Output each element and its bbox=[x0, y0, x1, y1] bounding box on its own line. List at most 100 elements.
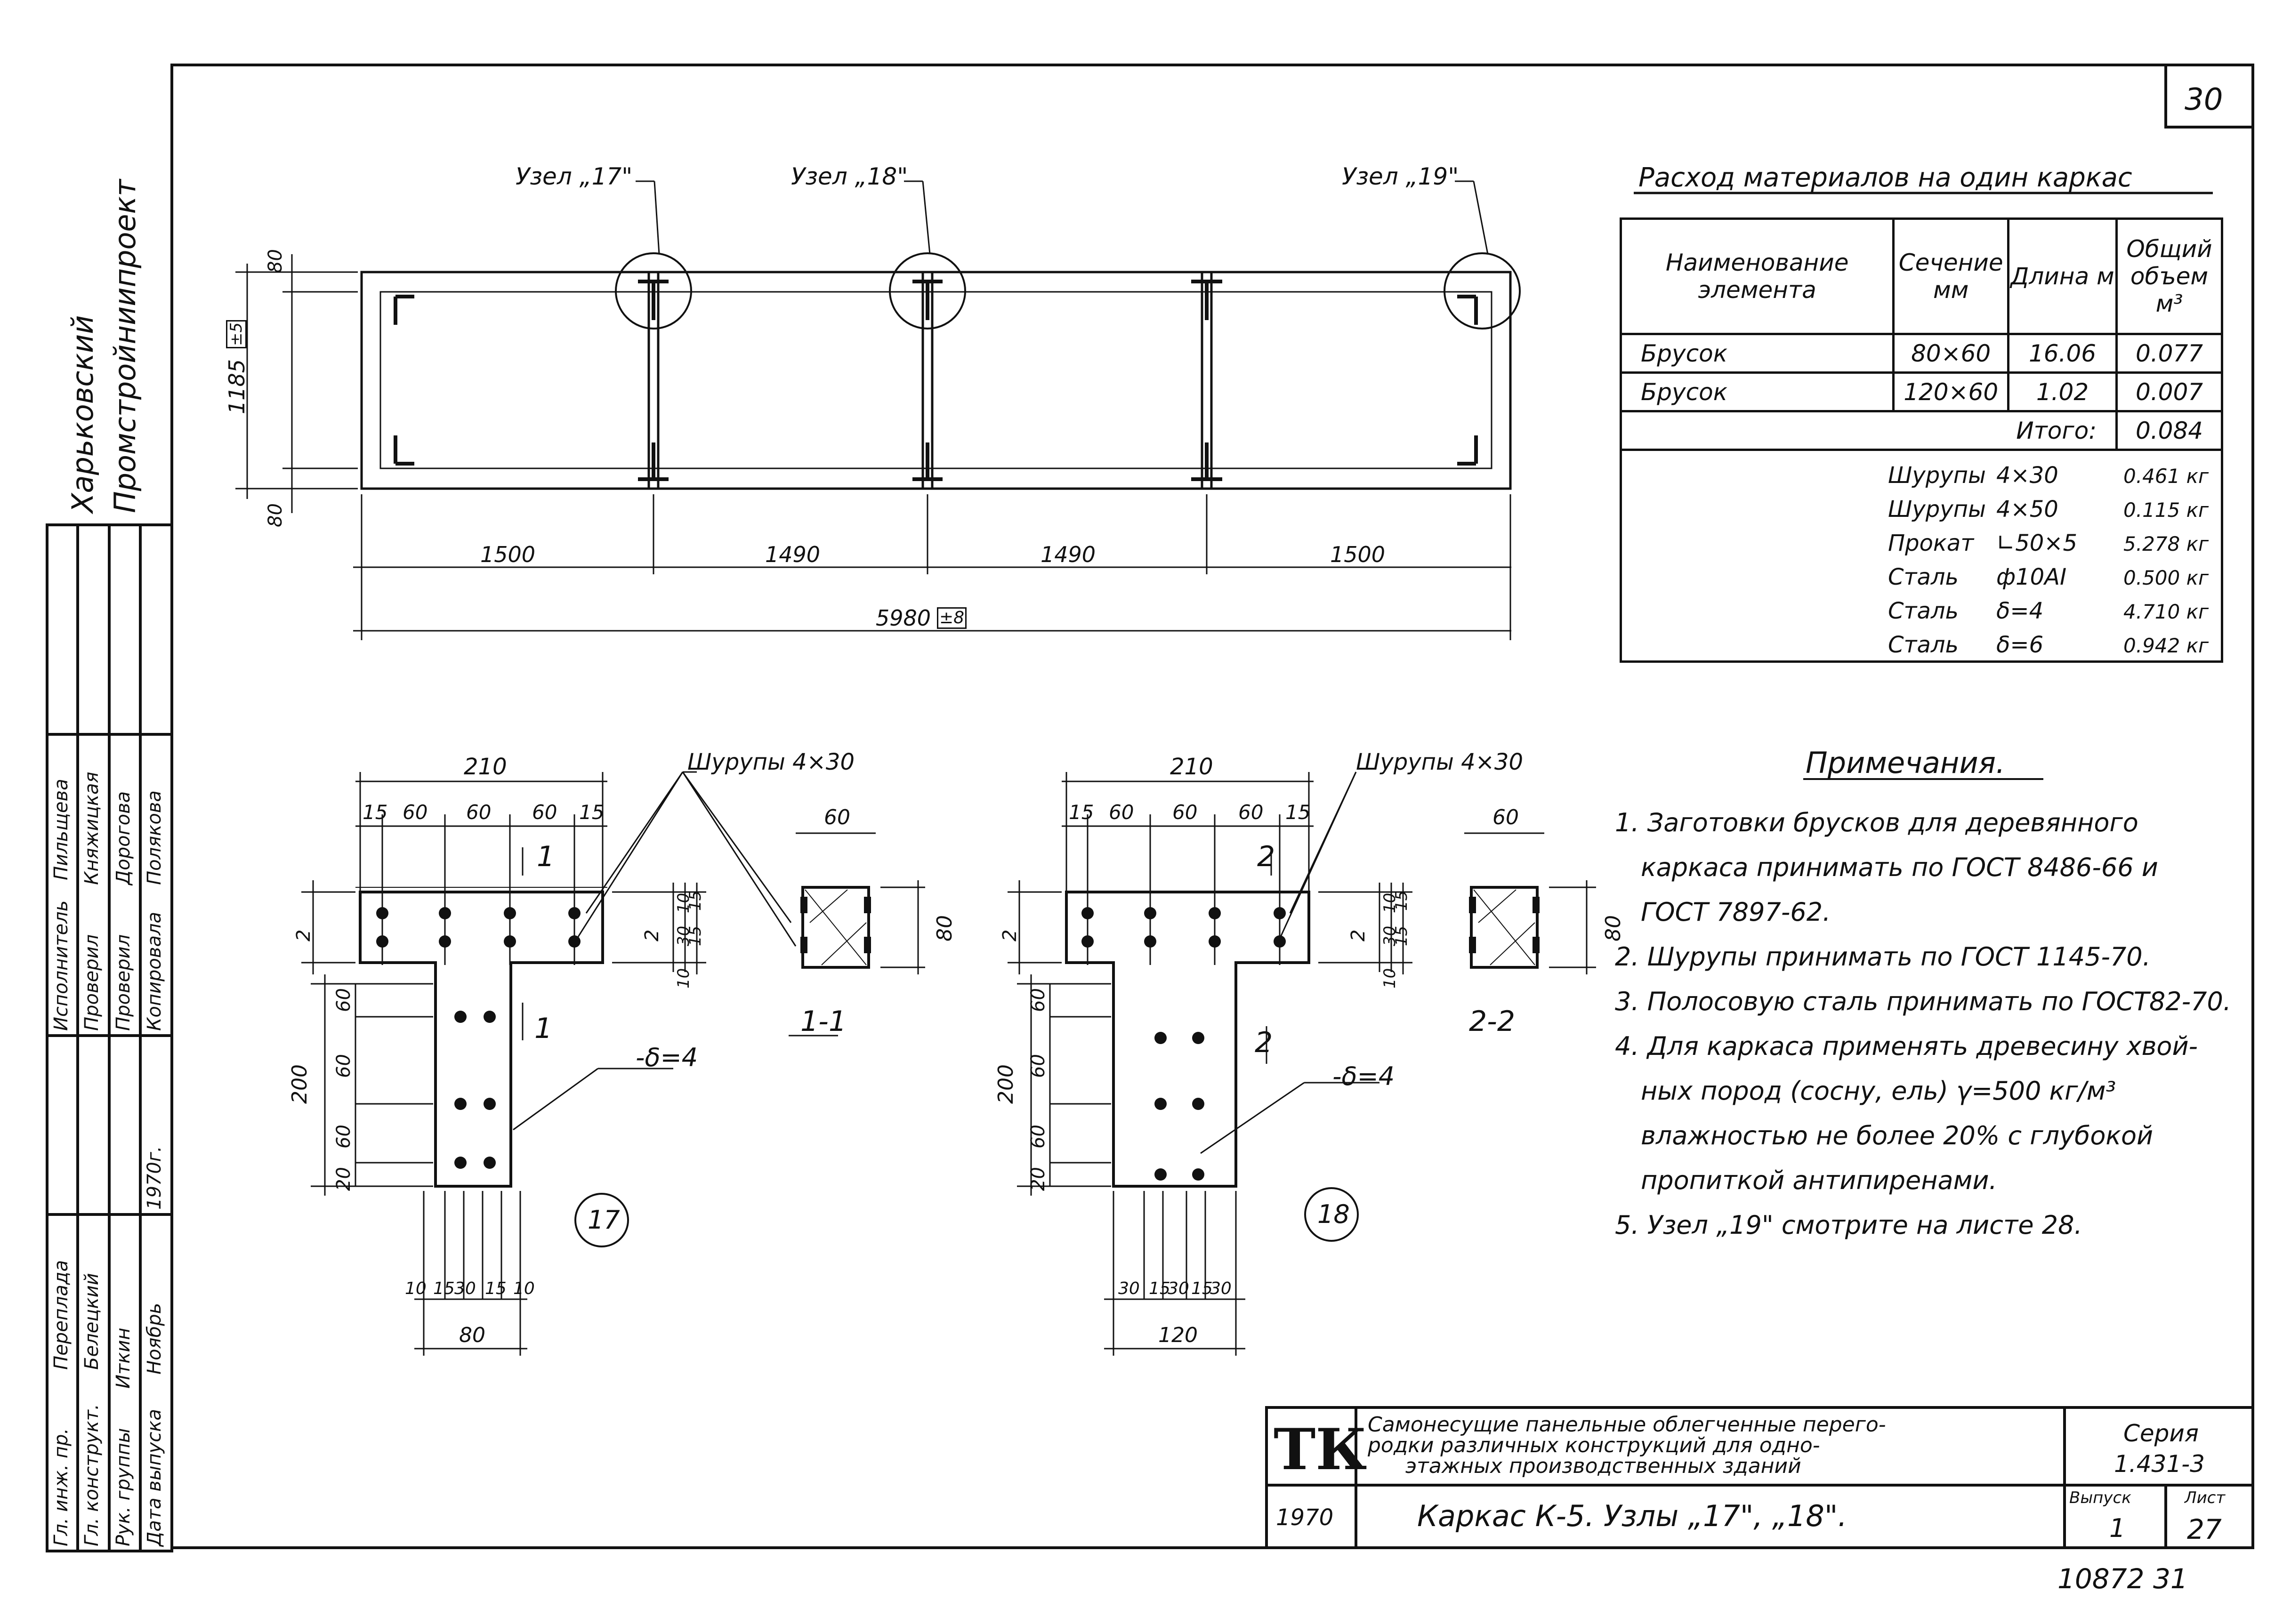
n18-left-sub-4: 20 bbox=[1027, 1167, 1049, 1191]
title-block-lines bbox=[1265, 1406, 2254, 1549]
n17-bottom-sub-5: 10 bbox=[513, 1279, 535, 1298]
n18-top-sub-3: 60 bbox=[1172, 801, 1198, 824]
tb-title: Самонесущие панельные облегченные перего… bbox=[1368, 1415, 1886, 1477]
span-dim-2: 1490 bbox=[765, 542, 821, 567]
n18-section-label: 2-2 bbox=[1469, 1005, 1515, 1038]
node-label-19: Узел „19" bbox=[1342, 163, 1459, 190]
extra-qty: 0.942 кг bbox=[2123, 634, 2209, 657]
footer-number: 10872 31 bbox=[2057, 1563, 2188, 1595]
stamp-name-3: Иткин bbox=[113, 1327, 134, 1389]
tb-title-line: Самонесущие панельные облегченные перего… bbox=[1368, 1413, 1886, 1437]
node-label-18: Узел „18" bbox=[791, 163, 908, 190]
n17-top-sub-5: 15 bbox=[579, 801, 605, 824]
stamp-name-2: Белецкий bbox=[81, 1273, 103, 1370]
sheet-number-box bbox=[2164, 65, 2253, 129]
extra-name: Прокат bbox=[1888, 530, 1974, 556]
notes-list: 1. Заготовки брусков для деревянного кар… bbox=[1615, 800, 2231, 1247]
mat-extras-cell bbox=[1620, 449, 2223, 663]
total-dim: 5980 bbox=[876, 605, 931, 631]
n18-screw-label: Шурупы 4×30 bbox=[1356, 749, 1523, 775]
mat-total-value: 0.084 bbox=[2115, 410, 2223, 451]
extra-name: Сталь bbox=[1888, 632, 1959, 658]
n18-bottom-sub-5: 30 bbox=[1210, 1279, 1232, 1298]
mat-total-label: Итого: bbox=[1619, 410, 2118, 451]
span-dim-3: 1490 bbox=[1041, 542, 1096, 567]
mat-row1-length: 16.06 bbox=[2007, 333, 2118, 374]
n17-section-h: 80 bbox=[933, 915, 957, 941]
n17-node-number: 17 bbox=[588, 1205, 620, 1235]
total-tol: ±8 bbox=[937, 607, 967, 629]
note-line: каркаса принимать по ГОСТ 8486-66 и bbox=[1641, 852, 2158, 882]
stamp-name-4: Ноябрь bbox=[144, 1302, 165, 1375]
mat-header-section: Сечение мм bbox=[1892, 217, 2009, 335]
stamp-block bbox=[46, 523, 173, 1552]
note-line: 1. Заготовки брусков для деревянного bbox=[1615, 808, 2138, 837]
extra-qty: 0.461 кг bbox=[2123, 465, 2209, 488]
sheet-number: 30 bbox=[2185, 82, 2223, 117]
tb-series: 1.431-3 bbox=[2114, 1450, 2205, 1478]
extra-row: Прокат ∟50×5 5.278 кг bbox=[1888, 527, 2209, 561]
n18-left-sub-3: 60 bbox=[1027, 1125, 1049, 1149]
mat-header-volume: Общий объем м³ bbox=[2115, 217, 2223, 335]
stamp-name-6: Княжицкая bbox=[81, 772, 103, 885]
materials-table: Наименование элемента Сечение мм Длина м… bbox=[1619, 217, 2223, 663]
n18-top-sub-1: 15 bbox=[1069, 801, 1094, 824]
edge-dim-bottom: 80 bbox=[265, 503, 286, 527]
stamp-role-5: Исполнитель bbox=[50, 900, 72, 1031]
stamp-name-5: Пильщева bbox=[50, 779, 72, 880]
extra-row: Сталь δ=6 0.942 кг bbox=[1888, 628, 2209, 662]
n18-flange-dim-5: 10 bbox=[1380, 968, 1399, 989]
n17-top-sub-4: 60 bbox=[532, 801, 557, 824]
extra-qty: 5.278 кг bbox=[2123, 532, 2209, 555]
extra-size: 4×50 bbox=[1996, 496, 2058, 523]
mat-header-name: Наименование элемента bbox=[1619, 217, 1895, 335]
n18-bottom-sub-2: 15 bbox=[1149, 1279, 1170, 1298]
n18-bottom-sub-4: 15 bbox=[1191, 1279, 1213, 1298]
mat-row2-section: 120×60 bbox=[1892, 371, 2009, 412]
extra-name: Сталь bbox=[1888, 598, 1959, 624]
height-tol: ±5 bbox=[226, 320, 247, 348]
n18-flange-side-r: 2 bbox=[1347, 929, 1369, 941]
edge-dim-top: 80 bbox=[265, 249, 286, 273]
frame-plan bbox=[235, 180, 1521, 640]
mat-row2-volume: 0.007 bbox=[2115, 371, 2223, 412]
n17-cut-mark-2: 1 bbox=[534, 1012, 553, 1045]
mat-row1-name: Брусок bbox=[1619, 333, 1895, 374]
node18-bolts bbox=[1081, 897, 1540, 1181]
n17-top-dim: 210 bbox=[464, 754, 507, 780]
n17-left-sub-1: 60 bbox=[333, 988, 355, 1012]
side-org-line-1: Харьковский bbox=[65, 315, 100, 513]
n18-top-sub-2: 60 bbox=[1109, 801, 1134, 824]
n17-flange-dim-4: 15 bbox=[686, 925, 705, 946]
note-line: ных пород (сосну, ель) γ=500 кг/м³ bbox=[1641, 1076, 2116, 1106]
stamp-name-1: Переплада bbox=[50, 1260, 72, 1370]
extra-qty: 4.710 кг bbox=[2123, 600, 2209, 623]
extra-size: ∟50×5 bbox=[1996, 530, 2078, 556]
materials-title: Расход материалов на один каркас bbox=[1638, 162, 2132, 193]
stamp-role-6: Проверил bbox=[81, 934, 103, 1031]
n18-top-dim: 210 bbox=[1170, 754, 1213, 780]
node-label-17: Узел „17" bbox=[516, 163, 633, 190]
n17-bottom-sub-3: 30 bbox=[454, 1279, 476, 1298]
n17-left-sub-2: 60 bbox=[333, 1054, 355, 1078]
n17-plate-label: -δ=4 bbox=[636, 1043, 698, 1072]
n18-bottom-sub-3: 30 bbox=[1168, 1279, 1189, 1298]
n17-flange-side-r: 2 bbox=[641, 929, 663, 941]
n17-left-dim: 200 bbox=[288, 1064, 312, 1104]
tb-issue: 1 bbox=[2109, 1513, 2126, 1543]
stamp-role-4: Дата выпуска bbox=[144, 1409, 165, 1546]
n17-top-sub-1: 15 bbox=[363, 801, 388, 824]
n18-plate-label: -δ=4 bbox=[1332, 1061, 1395, 1091]
n18-left-dim: 200 bbox=[994, 1064, 1018, 1104]
n18-flange-dim-2: 15 bbox=[1392, 890, 1411, 911]
extra-size: δ=6 bbox=[1996, 632, 2044, 658]
n17-top-sub-3: 60 bbox=[466, 801, 492, 824]
n18-bottom-sub-1: 30 bbox=[1118, 1279, 1140, 1298]
height-dim: 1185 bbox=[224, 359, 250, 414]
mat-row2-name: Брусок bbox=[1619, 371, 1895, 412]
extra-size: 4×30 bbox=[1996, 462, 2058, 489]
note-line: пропиткой антипиренами. bbox=[1641, 1166, 1997, 1195]
